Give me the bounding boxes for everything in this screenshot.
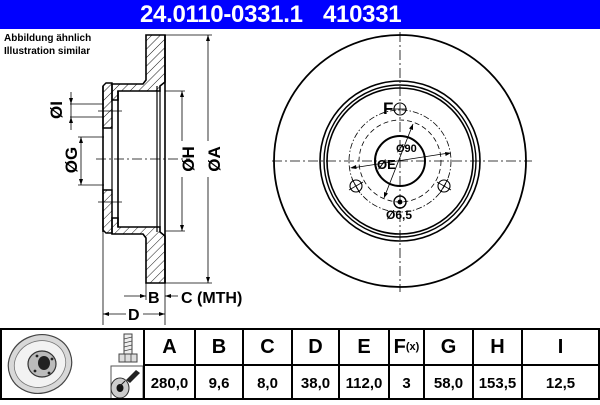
col-header-F: F(x) bbox=[390, 330, 423, 366]
label-dia-H: ØH bbox=[179, 146, 198, 172]
col-E: E 112,0 bbox=[340, 330, 390, 400]
illustration-note: Abbildung ähnlich Illustration similar bbox=[4, 32, 91, 58]
col-header-H: H bbox=[474, 330, 521, 366]
col-A: A 280,0 bbox=[145, 330, 196, 400]
col-D: D 38,0 bbox=[293, 330, 340, 400]
front-view bbox=[272, 32, 532, 292]
label-dia-A: ØA bbox=[205, 146, 224, 172]
label-F: F bbox=[383, 99, 393, 118]
col-I: I 12,5 bbox=[523, 330, 600, 400]
col-value-E: 112,0 bbox=[345, 374, 383, 392]
col-value-G: 58,0 bbox=[433, 374, 464, 392]
col-header-B: B bbox=[196, 330, 242, 366]
brake-disc-icon bbox=[7, 334, 73, 394]
technical-drawing: ØI ØG ØH ØA B C (MTH) D bbox=[47, 32, 532, 325]
col-value-F: 3 bbox=[402, 374, 411, 392]
label-B: B bbox=[148, 290, 160, 307]
col-B: B 9,6 bbox=[196, 330, 244, 400]
label-C-mth: C (MTH) bbox=[181, 290, 242, 307]
icon-cell bbox=[0, 330, 145, 401]
col-header-D: D bbox=[293, 330, 338, 366]
label-hole-6-5: Ø6,5 bbox=[386, 208, 412, 222]
col-G: G 58,0 bbox=[425, 330, 474, 400]
col-H: H 153,5 bbox=[474, 330, 523, 400]
dimensions-table: A 280,0 B 9,6 C 8,0 D 38,0 E 112,0 F(x) … bbox=[0, 328, 600, 401]
col-header-G: G bbox=[425, 330, 472, 366]
label-dia-E: ØE bbox=[377, 157, 396, 172]
col-header-E: E bbox=[340, 330, 388, 366]
grease-application-icon bbox=[110, 365, 144, 401]
reference-number: 410331 bbox=[323, 1, 402, 28]
col-value-D: 38,0 bbox=[300, 374, 331, 392]
col-value-A: 280,0 bbox=[150, 374, 189, 392]
col-value-H: 153,5 bbox=[478, 374, 517, 392]
note-line-en: Illustration similar bbox=[4, 46, 91, 57]
label-D: D bbox=[128, 307, 140, 324]
label-pcd-90: Ø90 bbox=[396, 143, 417, 155]
part-number: 24.0110-0331.1 bbox=[140, 1, 303, 28]
label-dia-G: ØG bbox=[62, 147, 81, 173]
col-F: F(x) 3 bbox=[390, 330, 425, 400]
col-header-C: C bbox=[244, 330, 291, 366]
col-value-I: 12,5 bbox=[545, 374, 576, 392]
col-value-C: 8,0 bbox=[257, 374, 278, 392]
col-header-I: I bbox=[523, 330, 598, 366]
note-line-de: Abbildung ähnlich bbox=[4, 33, 92, 44]
bolt-icon bbox=[118, 333, 138, 363]
col-C: C 8,0 bbox=[244, 330, 293, 400]
col-value-B: 9,6 bbox=[208, 374, 230, 392]
table-bottom-border bbox=[0, 398, 600, 400]
col-header-A: A bbox=[145, 330, 194, 366]
label-dia-I: ØI bbox=[47, 101, 66, 119]
title-bar: 24.0110-0331.1 410331 bbox=[0, 0, 600, 29]
cross-section-view bbox=[69, 34, 212, 325]
